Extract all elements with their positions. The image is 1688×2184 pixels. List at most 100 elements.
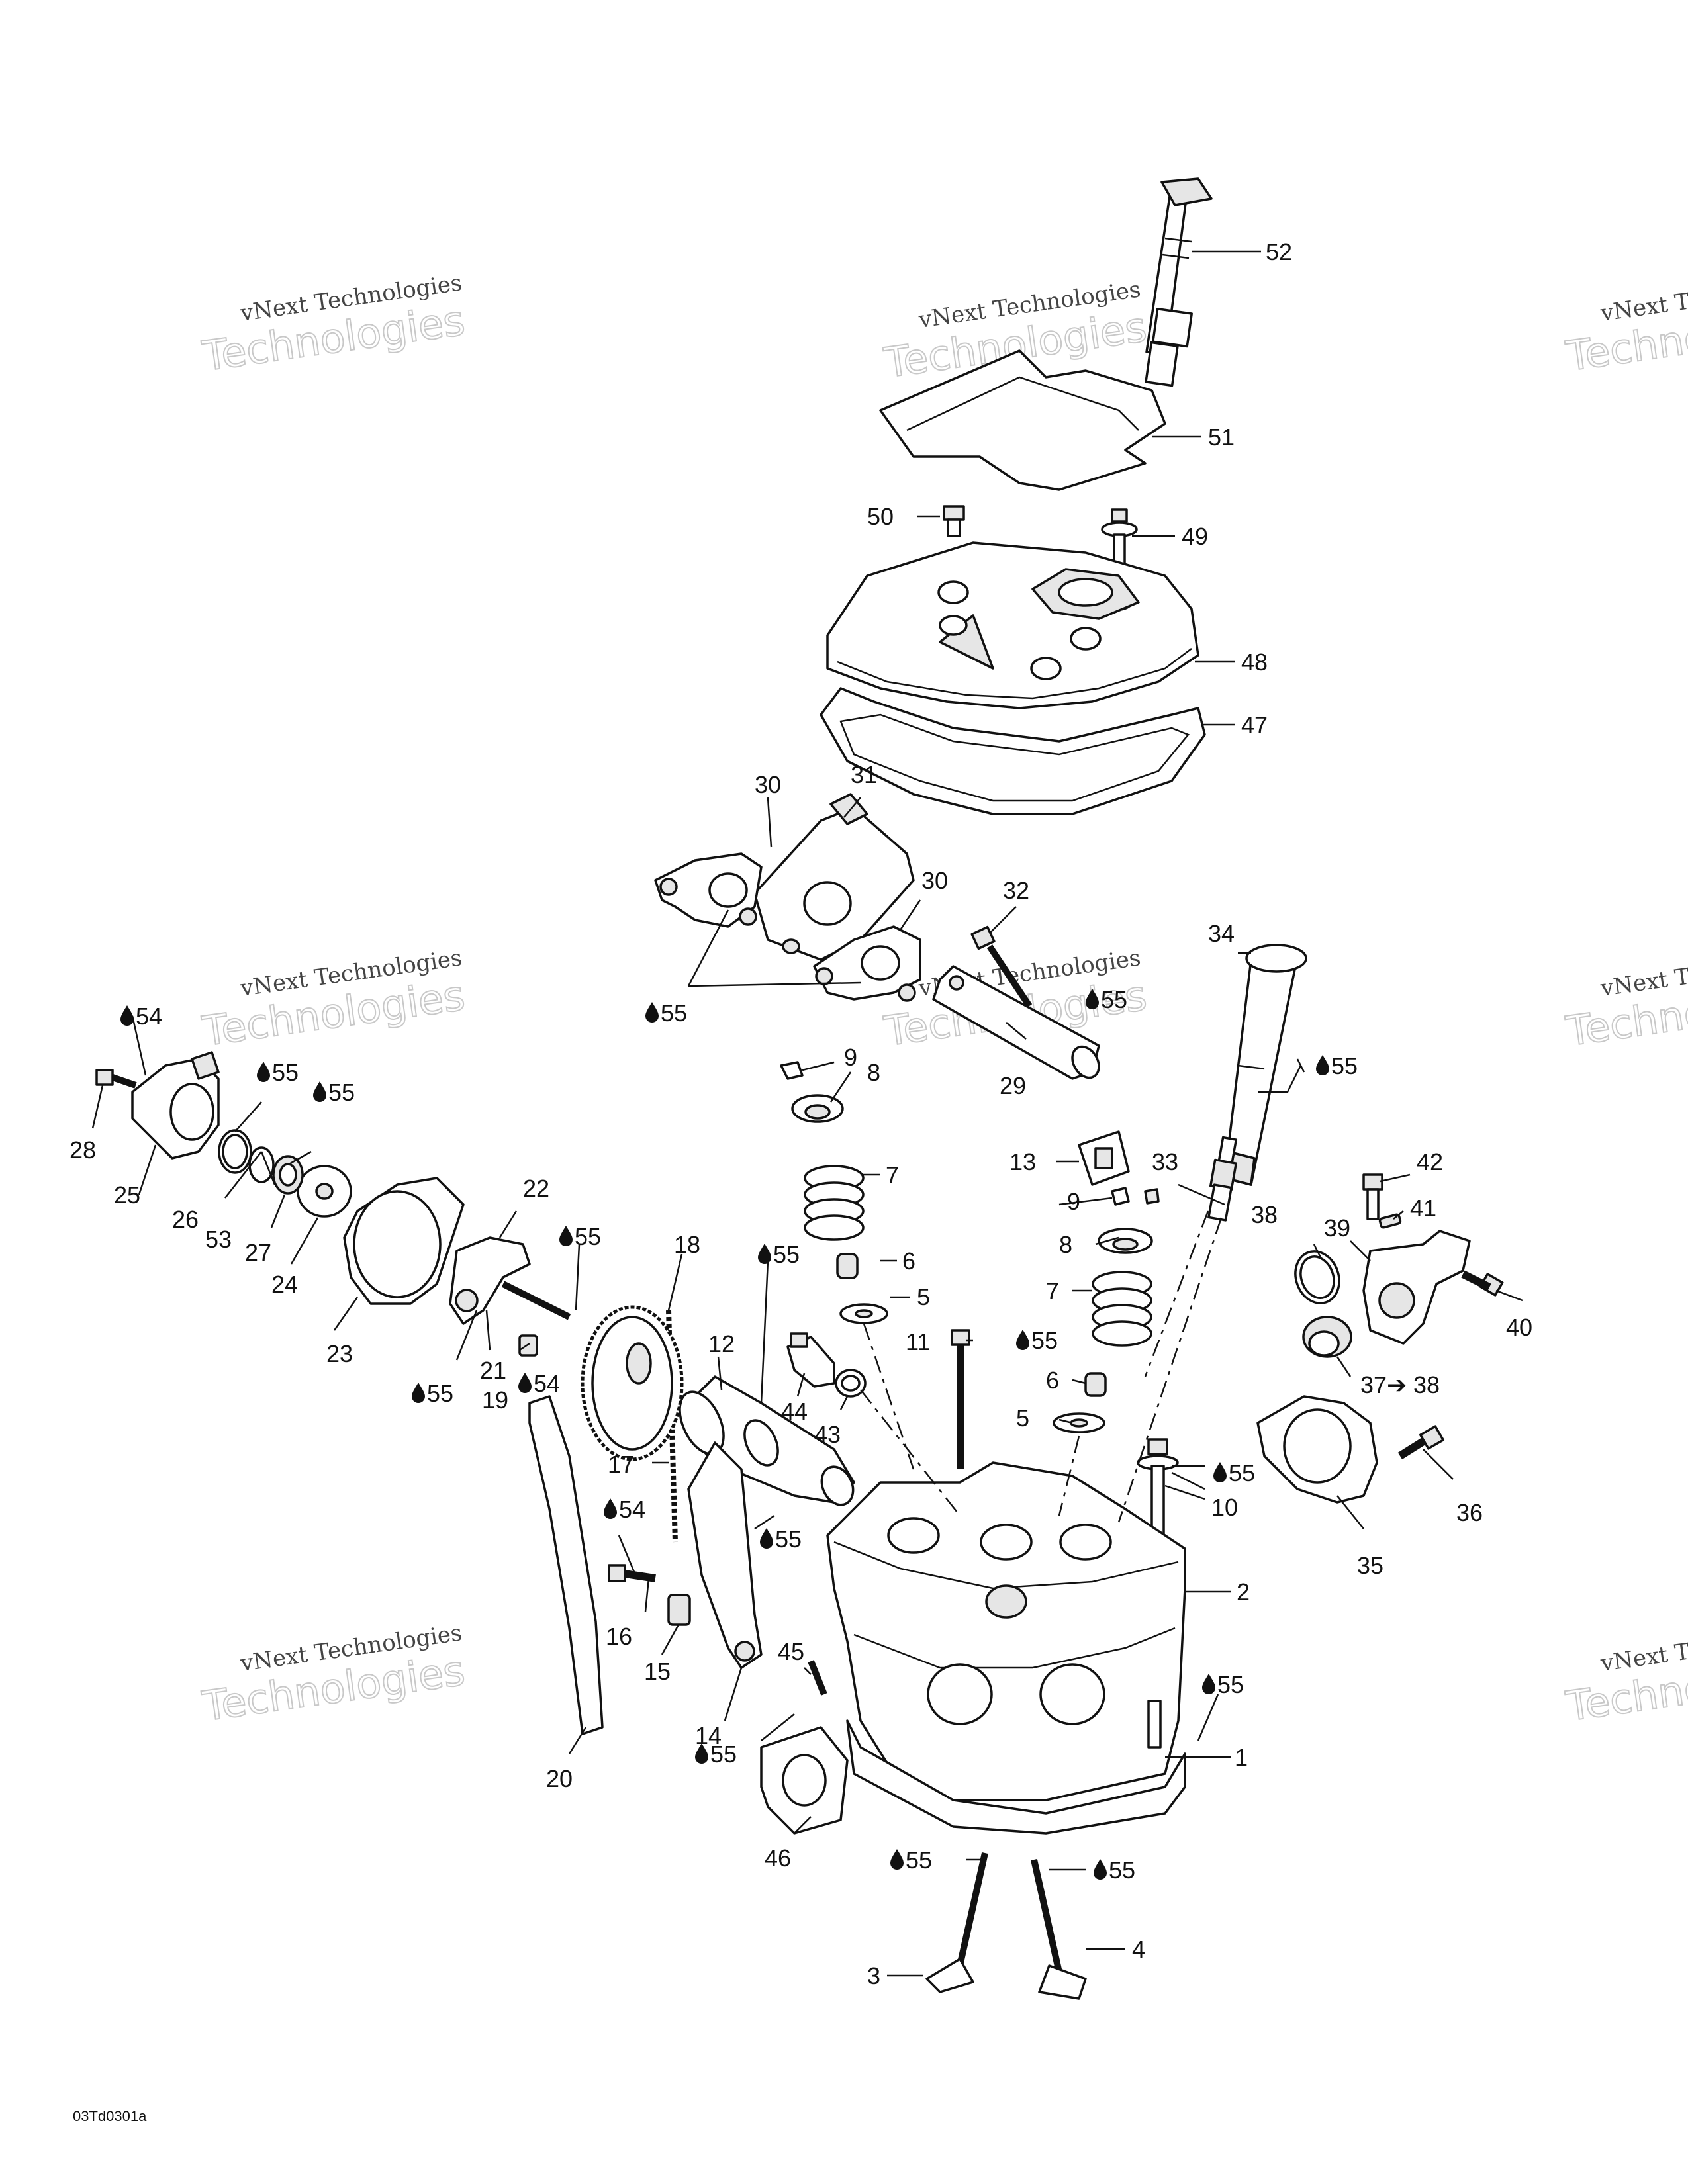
part-thermostat-37	[1302, 1316, 1352, 1358]
part-cam-sprocket	[581, 1305, 684, 1461]
callout-50: 50	[867, 503, 894, 530]
callout-38: 38	[1251, 1201, 1278, 1228]
callout-30a: 30	[755, 771, 781, 798]
part-o-ring-38	[1294, 1250, 1340, 1304]
part-valve-cover-gasket	[820, 687, 1206, 815]
part-screw-50	[943, 505, 965, 537]
part-clip-13	[1078, 1130, 1130, 1186]
callout-33: 33	[1152, 1148, 1178, 1175]
callout-23: 23	[326, 1340, 353, 1367]
callout-52: 52	[1266, 238, 1292, 265]
callout-26: 26	[172, 1206, 199, 1233]
part-ignition-coil	[1145, 177, 1213, 387]
callout-37-target: 38	[1413, 1371, 1440, 1398]
callout-5a: 5	[917, 1283, 930, 1310]
callout-9a: 9	[844, 1044, 857, 1071]
lube-55-dowel: 55	[1217, 1671, 1244, 1698]
part-ring-53	[248, 1146, 275, 1183]
callout-5b: 5	[1016, 1404, 1029, 1432]
part-thermostat-housing	[1362, 1230, 1471, 1345]
part-exhaust-valve	[925, 1852, 988, 1993]
callout-7b: 7	[1046, 1277, 1059, 1304]
part-spark-plug	[1207, 1136, 1238, 1222]
part-bolt-36	[1397, 1425, 1445, 1460]
callout-27: 27	[245, 1239, 271, 1266]
part-valve-spring-7a	[804, 1165, 865, 1241]
lube-54-screw: 54	[534, 1370, 560, 1397]
part-chain-guide	[528, 1395, 604, 1735]
watermark-mid-right: Technologies vNext Technologies	[1562, 944, 1688, 1056]
callout-42: 42	[1417, 1148, 1443, 1175]
watermark-low-right: Technologies vNext Technologies	[1562, 1619, 1688, 1731]
callout-48: 48	[1241, 649, 1268, 676]
callout-13: 13	[1009, 1148, 1036, 1175]
part-valve-keeper-9a	[780, 1061, 804, 1080]
callout-43: 43	[814, 1421, 841, 1448]
callout-44: 44	[781, 1398, 808, 1425]
part-valve-keeper-9b	[1111, 1187, 1160, 1206]
part-stud-45	[808, 1660, 827, 1696]
part-head-gasket	[846, 1700, 1186, 1835]
callout-41: 41	[1410, 1195, 1436, 1222]
part-o-ring-43	[835, 1369, 867, 1398]
leader-lines	[91, 250, 1523, 1977]
lube-55-seal-6b: 55	[1031, 1327, 1058, 1354]
callout-28: 28	[70, 1136, 96, 1163]
callout-36: 36	[1456, 1499, 1483, 1526]
lube-55-seal: 55	[328, 1079, 355, 1106]
lube-55-tensioner: 55	[427, 1380, 453, 1407]
callout-34: 34	[1208, 920, 1235, 947]
part-washer-5b	[1053, 1412, 1105, 1433]
lube-55-guide: 55	[710, 1741, 737, 1768]
callout-19: 19	[482, 1387, 508, 1414]
part-cylinder-head	[826, 1461, 1186, 1801]
callout-7a: 7	[886, 1161, 899, 1189]
part-stud-10	[1137, 1438, 1179, 1547]
lube-55-seal-6a: 55	[773, 1241, 800, 1268]
lube-55-rockers: 55	[661, 999, 687, 1026]
part-tensioner-22	[449, 1236, 531, 1325]
part-gasket-46	[760, 1726, 849, 1835]
part-washer-5a	[839, 1303, 888, 1324]
watermark-mid-left: Technologies vNext Technologies	[199, 944, 469, 1056]
callout-51: 51	[1208, 424, 1235, 451]
callout-15: 15	[644, 1658, 671, 1685]
callout-8b: 8	[1059, 1231, 1072, 1258]
lube-55-pin: 55	[575, 1223, 601, 1250]
lube-55-valve-4: 55	[1109, 1856, 1135, 1884]
lube-54-water-pump: 54	[136, 1003, 162, 1030]
part-spacer-15	[667, 1594, 691, 1626]
lube-55-camshaft: 55	[775, 1525, 802, 1553]
callout-6b: 6	[1046, 1367, 1059, 1394]
callout-39: 39	[1324, 1214, 1350, 1242]
part-camshaft	[679, 1375, 855, 1506]
lube-54-bolt: 54	[619, 1496, 645, 1523]
part-spring-retainer-8a	[791, 1094, 844, 1123]
callout-9b: 9	[1067, 1188, 1080, 1215]
callout-3: 3	[867, 1962, 880, 1989]
part-bolt-16	[608, 1564, 656, 1582]
part-seal-27	[272, 1155, 304, 1195]
callout-4: 4	[1132, 1936, 1145, 1963]
part-rocker-arm-right	[813, 925, 921, 1002]
callout-29: 29	[1000, 1072, 1026, 1099]
callout-30b: 30	[921, 867, 948, 894]
callout-20: 20	[546, 1765, 573, 1792]
part-spring-retainer-8b	[1098, 1228, 1153, 1254]
callout-47: 47	[1241, 711, 1268, 739]
part-rocker-shaft	[932, 965, 1100, 1080]
part-washer-24	[297, 1165, 352, 1218]
watermark-low-left: Technologies vNext Technologies	[199, 1619, 469, 1731]
part-valve-spring-7b	[1092, 1271, 1152, 1347]
callout-12: 12	[708, 1330, 735, 1357]
callout-53: 53	[205, 1226, 232, 1253]
part-screw-19	[518, 1334, 538, 1357]
part-sensor-44	[786, 1332, 835, 1388]
figure-code: 03Td0301a	[73, 2108, 147, 2124]
callout-14: 14	[695, 1722, 722, 1749]
callout-22: 22	[523, 1175, 549, 1202]
watermark-top-right: Technologies vNext Technologies	[1562, 269, 1688, 381]
part-spark-plug-tube	[1223, 944, 1307, 1186]
callout-16: 16	[606, 1623, 632, 1650]
